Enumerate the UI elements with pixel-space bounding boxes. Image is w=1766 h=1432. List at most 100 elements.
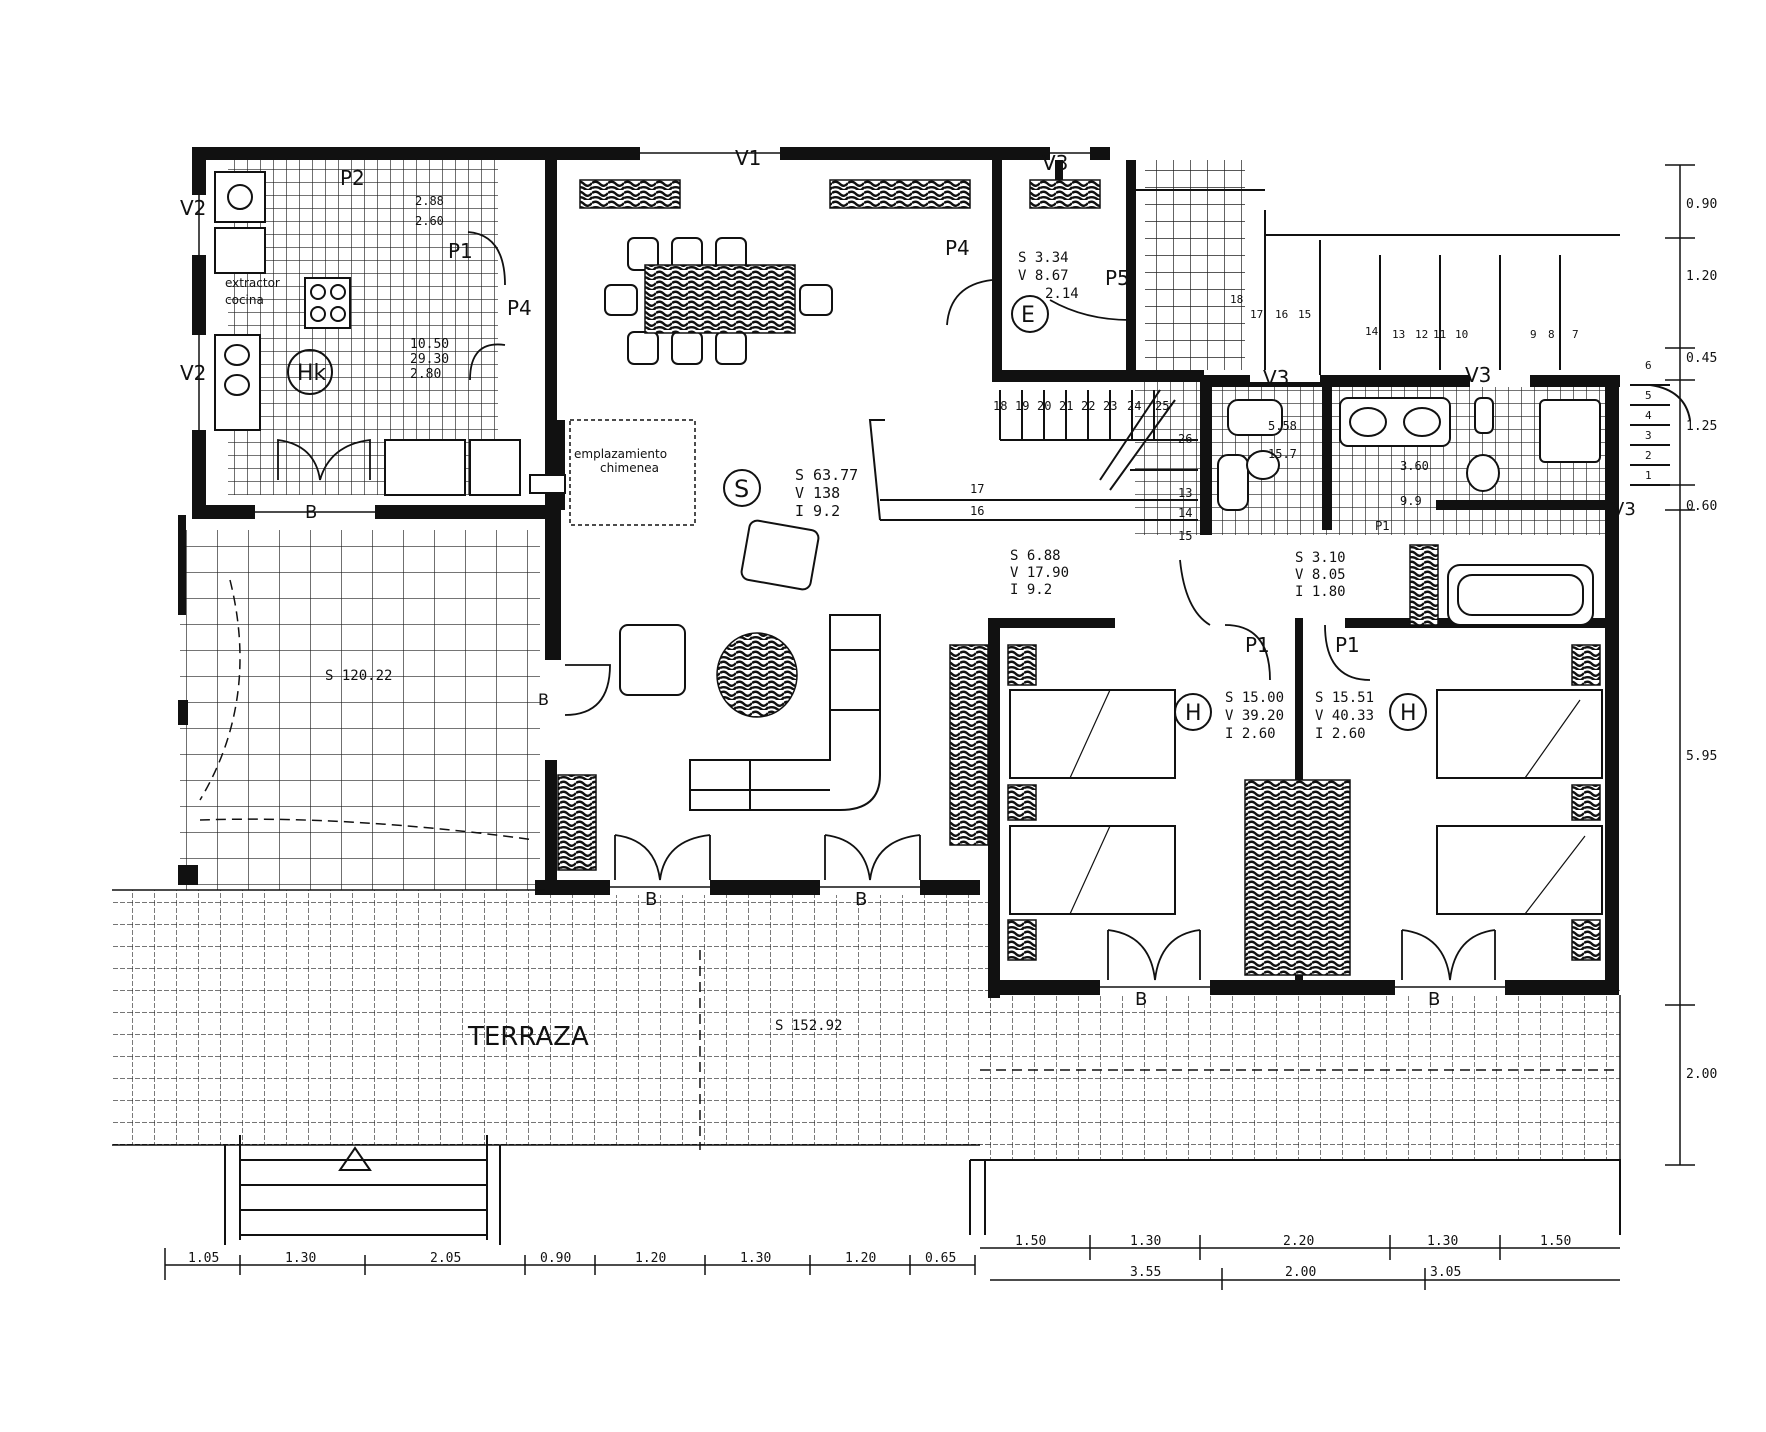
svg-text:5.95: 5.95 xyxy=(1686,749,1717,764)
svg-text:2: 2 xyxy=(1645,449,1652,462)
svg-text:0.65: 0.65 xyxy=(925,1251,956,1266)
svg-text:14: 14 xyxy=(1365,325,1379,338)
stair-numbers-lower: 18 19 20 21 22 23 24 25 26 17 16 13 14 1… xyxy=(970,399,1192,543)
porch-surface: S 120.22 xyxy=(325,668,392,684)
bedroom1-height: I 2.60 xyxy=(1225,726,1276,742)
svg-text:19: 19 xyxy=(1015,399,1029,413)
dims-bottom-right-top: 1.50 1.30 2.20 1.30 1.50 xyxy=(1015,1234,1571,1249)
balcony-tag-5: B xyxy=(1428,989,1440,1010)
living-room-height: I 9.2 xyxy=(795,502,840,520)
fireplace-label-2: chimenea xyxy=(600,461,659,475)
dimension-lines xyxy=(164,164,1695,1290)
balcony-tag-1: B xyxy=(305,502,317,523)
svg-text:11: 11 xyxy=(1433,328,1446,341)
room-symbols xyxy=(723,295,1427,731)
entrance-arrow-icon xyxy=(338,1146,372,1171)
hall2-surface: S 3.10 xyxy=(1295,550,1346,566)
door-tag-p1d: P1 xyxy=(1375,519,1390,533)
pantry-surface: 2.88 xyxy=(415,194,444,208)
flooring xyxy=(112,160,1620,1160)
svg-text:2.05: 2.05 xyxy=(430,1251,461,1266)
bath2-surface: 3.60 xyxy=(1400,459,1429,473)
outlines xyxy=(112,579,1621,1160)
kitchen-symbol: Hk xyxy=(297,361,327,386)
svg-text:1.30: 1.30 xyxy=(1130,1234,1161,1249)
extractor-label-1: extractor xyxy=(225,276,280,290)
kitchen-volume: 29.30 xyxy=(410,352,449,367)
bath1-surface: 5.58 xyxy=(1268,419,1297,433)
bath2-volume: 9.9 xyxy=(1400,494,1422,508)
window-tag-v3b: V3 xyxy=(1263,366,1289,390)
door-tag-p2: P2 xyxy=(340,166,365,190)
svg-text:1.20: 1.20 xyxy=(845,1251,876,1266)
entry-surface: S 3.34 xyxy=(1018,250,1069,266)
svg-text:1.05: 1.05 xyxy=(188,1251,219,1266)
entry-symbol: E xyxy=(1021,303,1035,328)
dims-bottom-right-low: 3.55 2.00 3.05 xyxy=(1130,1265,1461,1280)
terrace-surface: S 152.92 xyxy=(775,1018,842,1034)
svg-text:17: 17 xyxy=(1250,308,1263,321)
svg-text:1.30: 1.30 xyxy=(285,1251,316,1266)
svg-text:8: 8 xyxy=(1548,328,1555,341)
door-tag-p1b: P1 xyxy=(1245,633,1270,657)
svg-text:15: 15 xyxy=(1178,529,1192,543)
svg-text:1.50: 1.50 xyxy=(1540,1234,1571,1249)
svg-text:1.20: 1.20 xyxy=(1686,269,1717,284)
svg-text:5: 5 xyxy=(1645,389,1652,402)
bath1-volume: 15.7 xyxy=(1268,447,1297,461)
svg-text:7: 7 xyxy=(1572,328,1579,341)
svg-text:0.90: 0.90 xyxy=(540,1251,571,1266)
svg-text:3.05: 3.05 xyxy=(1430,1265,1461,1280)
svg-text:2.00: 2.00 xyxy=(1285,1265,1316,1280)
corridor-height: I 9.2 xyxy=(1010,582,1052,598)
balcony-tag-4: B xyxy=(1135,989,1147,1010)
bedroom1-surface: S 15.00 xyxy=(1225,690,1284,706)
door-tag-p4b: P4 xyxy=(945,236,970,260)
corridor-surface: S 6.88 xyxy=(1010,548,1061,564)
entry-volume: V 8.67 xyxy=(1018,268,1069,284)
fireplace-label-1: emplazamiento xyxy=(574,447,667,461)
kitchen-surface: 10.50 xyxy=(410,337,449,352)
pantry-height: 2.60 xyxy=(415,214,444,228)
window-tag-v3a: V3 xyxy=(1042,151,1068,175)
living-room-volume: V 138 xyxy=(795,484,840,502)
svg-text:6: 6 xyxy=(1645,359,1652,372)
terrace-label: TERRAZA xyxy=(467,1022,589,1052)
svg-text:18: 18 xyxy=(993,399,1007,413)
stair-numbers-upper: 18 17 16 15 14 13 12 11 10 9 8 7 xyxy=(1230,293,1579,341)
svg-text:24: 24 xyxy=(1127,399,1141,413)
window-tag-v2a: V2 xyxy=(180,196,206,220)
door-tag-p1c: P1 xyxy=(1335,633,1360,657)
dims-right: 0.90 1.20 0.45 1.25 0.60 5.95 2.00 xyxy=(1686,197,1717,1082)
svg-text:0.45: 0.45 xyxy=(1686,351,1717,366)
hall2-height: I 1.80 xyxy=(1295,584,1346,600)
window-glazing xyxy=(198,152,1505,988)
living-furniture xyxy=(529,419,881,811)
svg-text:13: 13 xyxy=(1392,328,1405,341)
stair-numbers-side: 6 5 4 3 2 1 xyxy=(1645,359,1652,482)
living-room-surface: S 63.77 xyxy=(795,466,858,484)
svg-text:1.30: 1.30 xyxy=(740,1251,771,1266)
svg-text:4: 4 xyxy=(1645,409,1652,422)
svg-text:22: 22 xyxy=(1081,399,1095,413)
bedroom1-volume: V 39.20 xyxy=(1225,708,1284,724)
living-room-symbol: S xyxy=(734,475,749,503)
bedroom1-symbol: H xyxy=(1185,701,1202,726)
svg-text:16: 16 xyxy=(970,504,984,518)
corridor-volume: V 17.90 xyxy=(1010,565,1069,581)
bedroom2-height: I 2.60 xyxy=(1315,726,1366,742)
svg-text:12: 12 xyxy=(1415,328,1428,341)
balcony-tag-3: B xyxy=(855,889,867,910)
entry-height: 2.14 xyxy=(1045,286,1079,302)
svg-text:9: 9 xyxy=(1530,328,1537,341)
bathroom-fixtures xyxy=(1217,397,1601,626)
svg-text:1.50: 1.50 xyxy=(1015,1234,1046,1249)
door-swings xyxy=(277,231,1496,981)
svg-text:16: 16 xyxy=(1275,308,1288,321)
hall2-volume: V 8.05 xyxy=(1295,567,1346,583)
bedroom-furniture xyxy=(1007,644,1603,976)
svg-text:0.60: 0.60 xyxy=(1686,499,1717,514)
svg-text:3: 3 xyxy=(1645,429,1652,442)
svg-text:13: 13 xyxy=(1178,486,1192,500)
